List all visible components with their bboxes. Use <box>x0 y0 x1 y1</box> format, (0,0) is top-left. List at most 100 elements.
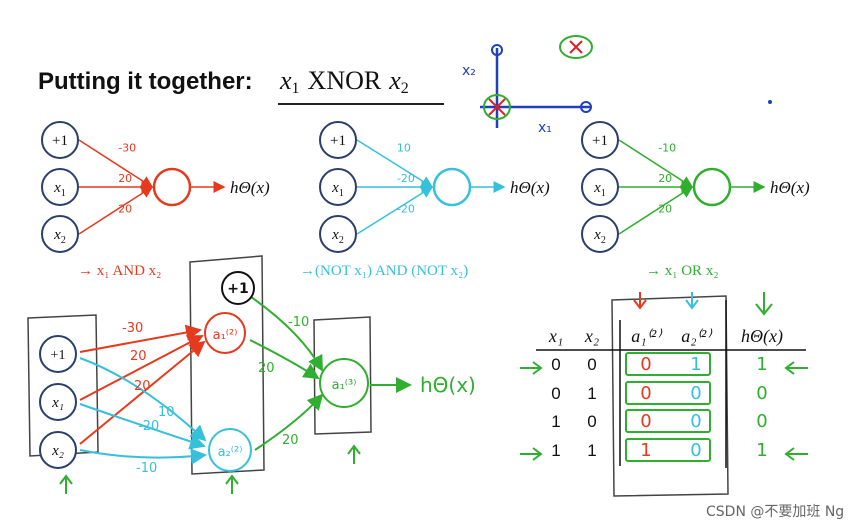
network-nor-input-label: +1 <box>330 133 346 149</box>
network-nor-output-node <box>432 167 472 207</box>
network-and-input-label: +1 <box>52 133 68 149</box>
combined-node-x2 <box>39 431 77 469</box>
edge-red-x2 <box>79 340 206 445</box>
arrow-up-icon <box>347 444 361 464</box>
network-or-weight: 20 <box>658 172 672 185</box>
table-cell: 1 <box>587 441 596 460</box>
network-nor-input-node <box>319 215 357 253</box>
arrow-down-icon <box>633 292 647 310</box>
green-weight-a1: 20 <box>258 361 275 376</box>
network-or-edge <box>618 186 694 235</box>
red-weight-x2: 20 <box>134 379 151 394</box>
sketch-point-1-0 <box>580 101 592 113</box>
network-or-output-node <box>692 167 732 207</box>
arrow-up-icon <box>225 474 239 494</box>
network-and-edge <box>78 186 154 235</box>
green-weight-bias: -10 <box>288 315 309 330</box>
table-header-cell: hΘ(x) <box>741 326 783 347</box>
network-nor-edge <box>356 139 434 188</box>
table-cell: 0 <box>587 412 596 431</box>
sketch-dot <box>768 100 772 104</box>
cyan-weight-x1: -20 <box>138 419 159 434</box>
network-and-input-node <box>41 215 79 253</box>
network-and-weight: 20 <box>118 172 132 185</box>
network-and-output-node <box>152 167 192 207</box>
network-and-weight: -30 <box>118 141 136 154</box>
network-or-weight: 20 <box>658 203 672 216</box>
arrow-down-icon <box>755 292 773 316</box>
combined-bias2-label: +1 <box>227 281 248 297</box>
table-cell: 1 <box>640 440 651 461</box>
combined-node-bias <box>39 335 77 373</box>
table-cell: 0 <box>587 355 596 374</box>
cyan-weight-x2: -10 <box>136 461 157 476</box>
sketch-point-0-1 <box>491 44 503 56</box>
network-nor-weight: -20 <box>397 203 415 216</box>
network-or-input-node <box>581 121 619 159</box>
network-or-input-label: +1 <box>592 133 608 149</box>
network-and-weight: 20 <box>118 203 132 216</box>
sketch-y-label: x₂ <box>462 63 476 79</box>
network-or-edge <box>618 139 694 188</box>
table-cell: 1 <box>690 354 701 375</box>
combined-node-x1 <box>39 383 77 421</box>
network-nor-input-node <box>319 168 357 206</box>
watermark: CSDN @不要加班 Ng <box>706 504 844 520</box>
hidden-node-a2 <box>208 428 252 472</box>
table-cell: 0 <box>690 411 701 432</box>
sketch-x-label: x₁ <box>538 120 552 136</box>
title-var2: x <box>389 66 401 95</box>
table-cell: 1 <box>756 354 767 375</box>
table-cell: 0 <box>640 383 651 404</box>
combined-network: +1 x₁ x₂ +1 a₁⁽²⁾ a₂⁽²⁾ a₁⁽³⁾ hΘ(x) -30 … <box>27 255 476 494</box>
edge-cyan-x2 <box>79 448 207 465</box>
edge-green-a2 <box>254 393 324 451</box>
arrow-right-icon <box>520 447 543 461</box>
output-node-a3 <box>319 358 369 408</box>
combined-node-bias-label: +1 <box>51 348 66 363</box>
xnor-sketch-plot: x₂ x₁ <box>462 35 772 136</box>
title-var1: x <box>280 66 292 95</box>
table-row-highlight <box>625 409 711 433</box>
network-nor-input-node <box>319 121 357 159</box>
network-nor-edge <box>356 186 434 235</box>
network-and-caption: → x₁ AND x₂ <box>78 263 161 279</box>
hidden-node-a1-label: a₁⁽²⁾ <box>213 328 238 343</box>
arrow-up-icon <box>59 474 73 494</box>
table-cell: 1 <box>587 384 596 403</box>
table-header-cell: a₁⁽²⁾ <box>631 326 662 346</box>
edge-green-a1 <box>249 339 320 380</box>
table-cell: 0 <box>640 354 651 375</box>
edge-cyan-x1 <box>79 403 206 450</box>
hidden-node-a2-label: a₂⁽²⁾ <box>218 445 243 460</box>
network-or-weight: -10 <box>658 141 676 154</box>
table-cell: 0 <box>640 411 651 432</box>
red-weight-x1: 20 <box>130 349 147 364</box>
title-operator: XNOR <box>307 66 382 95</box>
output-node-a3-label: a₁⁽³⁾ <box>332 378 357 393</box>
combined-node-x2-label: x₂ <box>51 443 64 459</box>
arrow-left-icon <box>784 447 808 461</box>
network-and-input-node <box>41 121 79 159</box>
table-cell: 1 <box>551 441 560 460</box>
sketch-far-cross <box>569 40 583 54</box>
arrow-down-icon <box>685 292 699 310</box>
table-cell: 0 <box>551 384 560 403</box>
network-or-caption: → x₁ OR x₂ <box>646 263 719 279</box>
title-var1-sub: 1 <box>291 80 300 97</box>
network-or-output-label: hΘ(x) <box>770 178 810 197</box>
combined-output-label: hΘ(x) <box>420 373 476 397</box>
network-nor-caption: →(NOT x₁) AND (NOT x₂) <box>300 263 468 279</box>
network-and-edge <box>78 139 154 188</box>
table-cell: 0 <box>756 383 767 404</box>
table-cell: 0 <box>690 440 701 461</box>
combined-bias2-node <box>221 271 255 305</box>
table-cell: 0 <box>756 411 767 432</box>
edge-red-bias <box>79 324 202 353</box>
